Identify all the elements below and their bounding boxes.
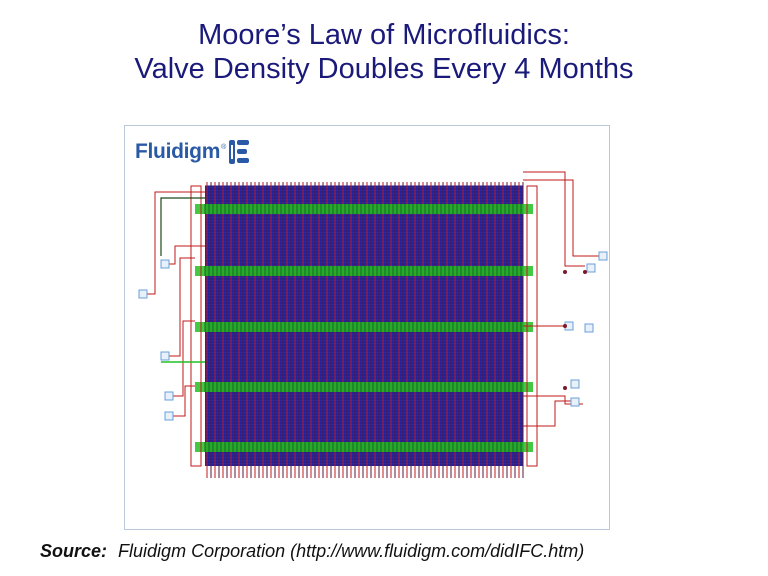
- valve-band: [195, 266, 533, 276]
- title-line-1: Moore’s Law of Microfluidics:: [198, 19, 570, 51]
- source-text: Fluidigm Corporation (http://www.fluidig…: [118, 541, 585, 561]
- chip-layout-figure: Fluidigm ®: [124, 125, 610, 530]
- valve-band: [195, 204, 533, 214]
- port-pad: [164, 391, 174, 401]
- via-dot: [563, 386, 567, 390]
- routing-line: [167, 320, 195, 397]
- routing-line: [160, 197, 205, 256]
- via-dot: [583, 270, 587, 274]
- logo-trademark: ®: [221, 143, 227, 151]
- fluidigm-logo: Fluidigm ®: [135, 138, 250, 166]
- valve-band: [195, 382, 533, 392]
- port-pad: [164, 411, 174, 421]
- routing-line: [523, 179, 599, 257]
- source-label: Source:: [40, 541, 108, 561]
- port-pad: [570, 397, 580, 407]
- via-dot: [563, 324, 567, 328]
- port-pad: [586, 263, 596, 273]
- via-dot: [563, 270, 567, 274]
- valve-band: [195, 322, 533, 332]
- routing-line: [523, 171, 585, 267]
- routing-line: [165, 257, 195, 357]
- port-pad: [160, 259, 170, 269]
- logo-text: Fluidigm: [135, 140, 221, 163]
- routing-line: [169, 385, 195, 417]
- fluidigm-mark-icon: [229, 140, 250, 164]
- source-citation: Source: Fluidigm Corporation (http://www…: [40, 541, 584, 562]
- port-pad: [598, 251, 608, 261]
- port-pad: [570, 379, 580, 389]
- left-manifold: [190, 185, 202, 467]
- port-pad: [160, 351, 170, 361]
- port-pad: [584, 323, 594, 333]
- valve-band: [195, 442, 533, 452]
- routing-line: [523, 400, 575, 427]
- slide-title: Moore’s Law of Microfluidics: Valve Dens…: [0, 18, 768, 86]
- port-pad: [138, 289, 148, 299]
- microfluidic-chip-diagram: [138, 171, 608, 478]
- title-line-2: Valve Density Doubles Every 4 Months: [134, 53, 634, 85]
